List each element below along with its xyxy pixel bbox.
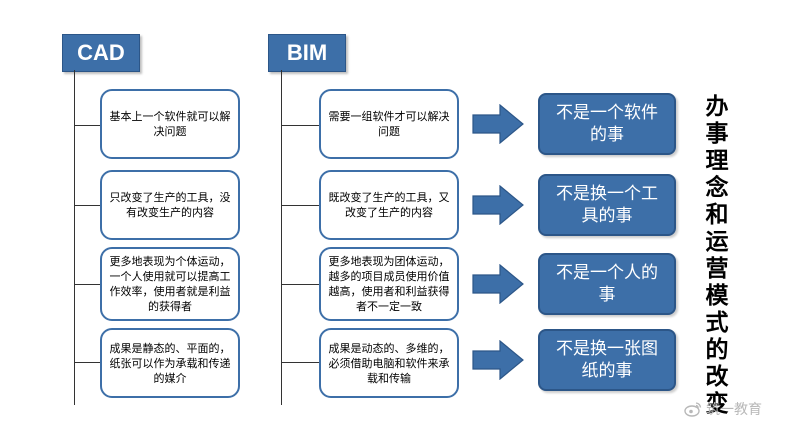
cad-header: CAD	[62, 34, 140, 72]
result-box-3: 不是一个人的事	[538, 253, 676, 315]
right-arrow-icon	[472, 340, 524, 380]
bim-item-4: 成果是动态的、多维的，必须借助电脑和软件来承载和传输	[319, 328, 459, 398]
side-title: 办事理念和运营模式的改变	[705, 94, 729, 417]
cad-branch-line	[74, 284, 100, 285]
bim-header: BIM	[268, 34, 346, 72]
bim-branch-line	[281, 284, 319, 285]
bim-item-3: 更多地表现为团体运动，越多的项目成员使用价值越高，使用者和利益获得者不一定一致	[319, 247, 459, 321]
watermark: 筑一教育	[684, 399, 762, 419]
bim-branch-line	[281, 362, 319, 363]
cad-item-4: 成果是静态的、平面的，纸张可以作为承载和传递的媒介	[100, 328, 240, 398]
cad-item-3: 更多地表现为个体运动，一个人使用就可以提高工作效率，使用者就是利益的获得者	[100, 247, 240, 321]
watermark-text: 筑一教育	[706, 402, 762, 418]
weibo-icon	[684, 402, 702, 417]
bim-item-1: 需要一组软件才可以解决问题	[319, 89, 459, 159]
cad-item-2: 只改变了生产的工具，没有改变生产的内容	[100, 170, 240, 240]
result-box-4: 不是换一张图纸的事	[538, 329, 676, 391]
right-arrow-icon	[472, 185, 524, 225]
right-arrow-icon	[472, 104, 524, 144]
result-box-2: 不是换一个工具的事	[538, 174, 676, 236]
result-box-1: 不是一个软件的事	[538, 93, 676, 155]
bim-connector-line	[281, 70, 282, 405]
cad-branch-line	[74, 205, 100, 206]
bim-branch-line	[281, 125, 319, 126]
cad-item-1: 基本上一个软件就可以解决问题	[100, 89, 240, 159]
cad-connector-line	[74, 70, 75, 405]
bim-item-2: 既改变了生产的工具，又改变了生产的内容	[319, 170, 459, 240]
cad-branch-line	[74, 362, 100, 363]
bim-branch-line	[281, 205, 319, 206]
right-arrow-icon	[472, 264, 524, 304]
cad-branch-line	[74, 125, 100, 126]
